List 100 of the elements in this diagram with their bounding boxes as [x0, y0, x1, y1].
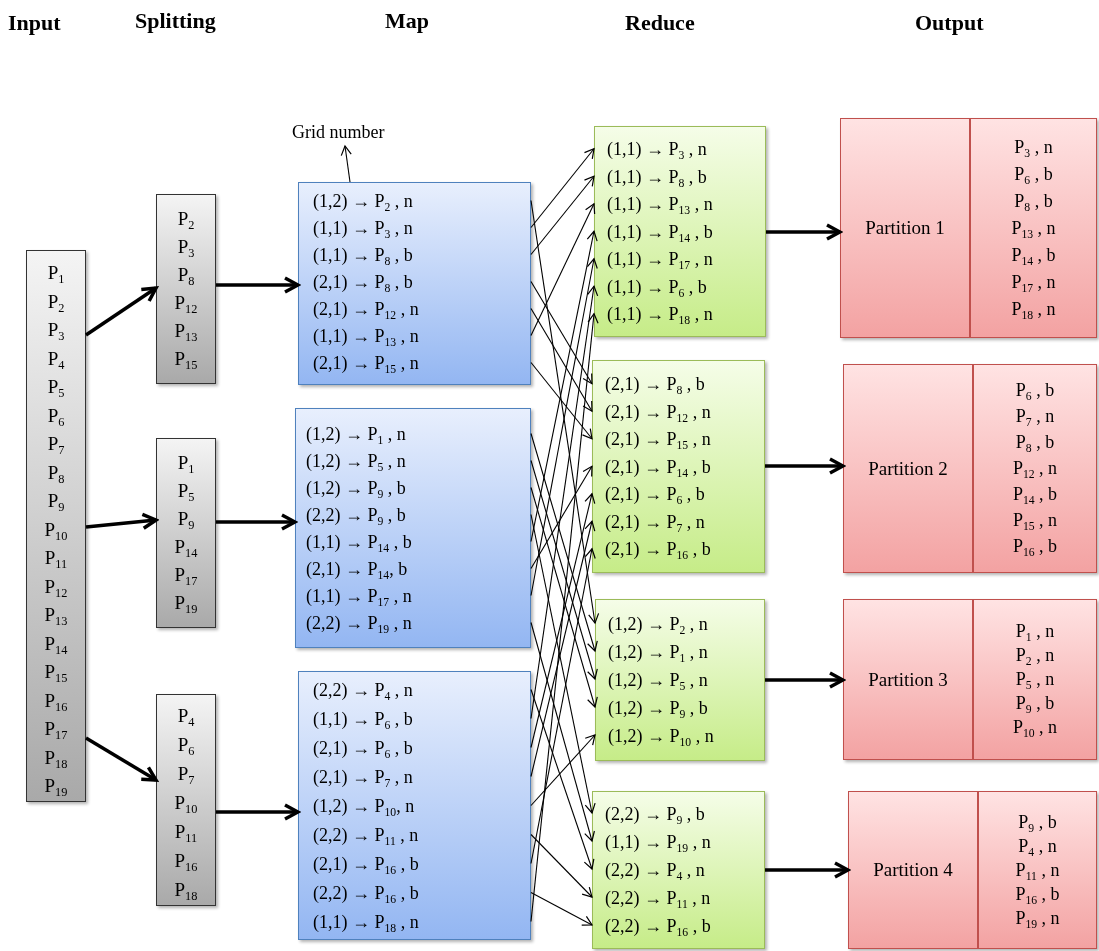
key-value-entry: (1,1) → P$_{6}$ , b	[313, 709, 413, 730]
column-heading: Reduce	[625, 10, 695, 36]
record-entry: P$_{18}$	[44, 746, 68, 769]
record-list-box	[26, 250, 86, 802]
key-value-entry: (1,1) → P$_{18}$ , n	[313, 912, 419, 933]
partition-entry: P$_{16}$ , b	[1015, 883, 1060, 905]
record-entry: P$_{13}$	[174, 320, 198, 342]
reduce-input-box	[592, 360, 765, 573]
partition-label: Partition 4	[873, 859, 953, 881]
key-value-entry: (2,2) → P$_{11}$ , n	[605, 887, 711, 909]
key-value-entry: (2,2) → P$_{4}$ , n	[313, 680, 413, 701]
record-entry: P$_{8}$	[47, 461, 65, 484]
record-entry: P$_{6}$	[47, 404, 65, 427]
arrow	[530, 148, 595, 229]
key-value-entry: (2,1) → P$_{6}$ , b	[605, 484, 705, 506]
record-list-box	[156, 694, 216, 906]
key-value-entry: (1,1) → P$_{3}$ , n	[313, 218, 413, 239]
key-value-entry: (1,1) → P$_{8}$ , b	[607, 166, 707, 188]
key-value-entry: (2,1) → P$_{12}$ , n	[313, 299, 419, 320]
partition-entry: P$_{7}$ , n	[1015, 406, 1055, 427]
record-entry: P$_{17}$	[44, 718, 68, 741]
record-entry: P$_{6}$	[177, 733, 195, 756]
key-value-entry: (1,1) → P$_{3}$ , n	[607, 139, 707, 161]
arrow	[530, 459, 598, 680]
column-heading: Input	[8, 10, 61, 36]
key-value-entry: (2,2) → P$_{16}$ , b	[605, 915, 711, 937]
column-heading: Map	[385, 8, 429, 34]
record-entry: P$_{17}$	[174, 564, 198, 586]
partition-entry: P$_{5}$ , n	[1015, 669, 1055, 690]
arrow	[530, 833, 593, 898]
key-value-entry: (1,2) → P$_{9}$ , b	[608, 697, 708, 719]
key-value-entry: (2,1) → P$_{7}$ , n	[313, 767, 413, 788]
record-entry: P$_{19}$	[44, 775, 68, 798]
partition-entry: P$_{4}$ , n	[1018, 835, 1057, 857]
arrow	[530, 199, 600, 624]
record-entry: P$_{1}$	[47, 262, 65, 285]
key-value-entry: (2,2) → P$_{16}$ , b	[313, 883, 419, 904]
key-value-entry: (1,2) → P$_{9}$ , b	[306, 478, 406, 499]
record-entry: P$_{11}$	[174, 820, 198, 843]
key-value-entry: (1,1) → P$_{13}$ , n	[607, 194, 713, 216]
key-value-entry: (2,2) → P$_{9}$ , b	[306, 505, 406, 526]
column-heading: Splitting	[135, 8, 216, 34]
key-value-entry: (2,1) → P$_{7}$ , n	[605, 511, 705, 533]
record-entry: P$_{5}$	[177, 480, 195, 502]
arrow	[530, 285, 599, 720]
partition-entry: P$_{16}$ , b	[1012, 536, 1058, 557]
record-entry: P$_{10}$	[174, 791, 198, 814]
record-entry: P$_{13}$	[44, 604, 68, 627]
key-value-entry: (1,1) → P$_{8}$ , b	[313, 245, 413, 266]
record-entry: P$_{9}$	[177, 508, 195, 530]
arrow	[765, 671, 845, 689]
arrow	[530, 258, 598, 597]
partition-entry: P$_{8}$ , b	[1015, 432, 1055, 453]
arrow	[85, 512, 158, 530]
partition-entry: P$_{14}$ , b	[1012, 484, 1058, 505]
key-value-entry: (1,2) → P$_{10}$, n	[313, 796, 415, 817]
key-value-entry: (2,1) → P$_{8}$ , b	[313, 272, 413, 293]
arrow	[530, 891, 593, 926]
map-output-box	[295, 408, 531, 648]
record-entry: P$_{19}$	[174, 592, 198, 614]
key-value-entry: (2,1) → P$_{12}$ , n	[605, 401, 711, 423]
arrow	[530, 465, 593, 570]
record-entry: P$_{11}$	[44, 547, 68, 570]
partition-entry: P$_{15}$ , n	[1012, 510, 1058, 531]
reduce-input-box	[592, 791, 765, 949]
key-value-entry: (2,1) → P$_{15}$ , n	[313, 353, 419, 374]
record-list-box	[156, 438, 216, 628]
record-entry: P$_{12}$	[174, 292, 198, 314]
partition-entry: P$_{9}$ , b	[1015, 693, 1055, 714]
key-value-entry: (2,2) → P$_{11}$ , n	[313, 825, 419, 846]
key-value-entry: (1,2) → P$_{2}$ , n	[313, 191, 413, 212]
key-value-entry: (2,1) → P$_{15}$ , n	[605, 429, 711, 451]
key-value-entry: (2,2) → P$_{19}$ , n	[306, 613, 412, 634]
partition-box	[843, 599, 1097, 760]
record-entry: P$_{2}$	[47, 290, 65, 313]
partition-entry: P$_{14}$ , b	[1011, 244, 1056, 266]
key-value-entry: (1,2) → P$_{10}$ , n	[608, 725, 714, 747]
arrow	[530, 688, 595, 870]
arrow	[530, 621, 595, 842]
key-value-entry: (1,1) → P$_{13}$ , n	[313, 326, 419, 347]
arrow	[216, 803, 300, 821]
partition-entry: P$_{18}$ , n	[1011, 298, 1056, 320]
partition-entry: P$_{8}$ , b	[1014, 190, 1053, 212]
partition-entry: P$_{6}$ , b	[1014, 163, 1053, 185]
partition-box	[848, 791, 1097, 949]
key-value-entry: (1,1) → P$_{6}$ , b	[607, 276, 707, 298]
arrow	[765, 457, 845, 475]
arrow	[530, 432, 598, 652]
key-value-entry: (1,2) → P$_{1}$ , n	[608, 641, 708, 663]
reduce-input-box	[594, 126, 766, 337]
key-value-entry: (2,1) → P$_{8}$ , b	[605, 374, 705, 396]
record-entry: P$_{16}$	[44, 689, 68, 712]
arrow	[216, 513, 297, 531]
record-entry: P$_{10}$	[44, 518, 68, 541]
record-entry: P$_{7}$	[47, 433, 65, 456]
partition-entry: P$_{10}$ , n	[1012, 717, 1058, 738]
record-entry: P$_{15}$	[174, 348, 198, 370]
key-value-entry: (2,1) → P$_{14}$ , b	[605, 456, 711, 478]
arrow	[530, 313, 599, 923]
partition-entry: P$_{19}$ , n	[1015, 907, 1060, 929]
